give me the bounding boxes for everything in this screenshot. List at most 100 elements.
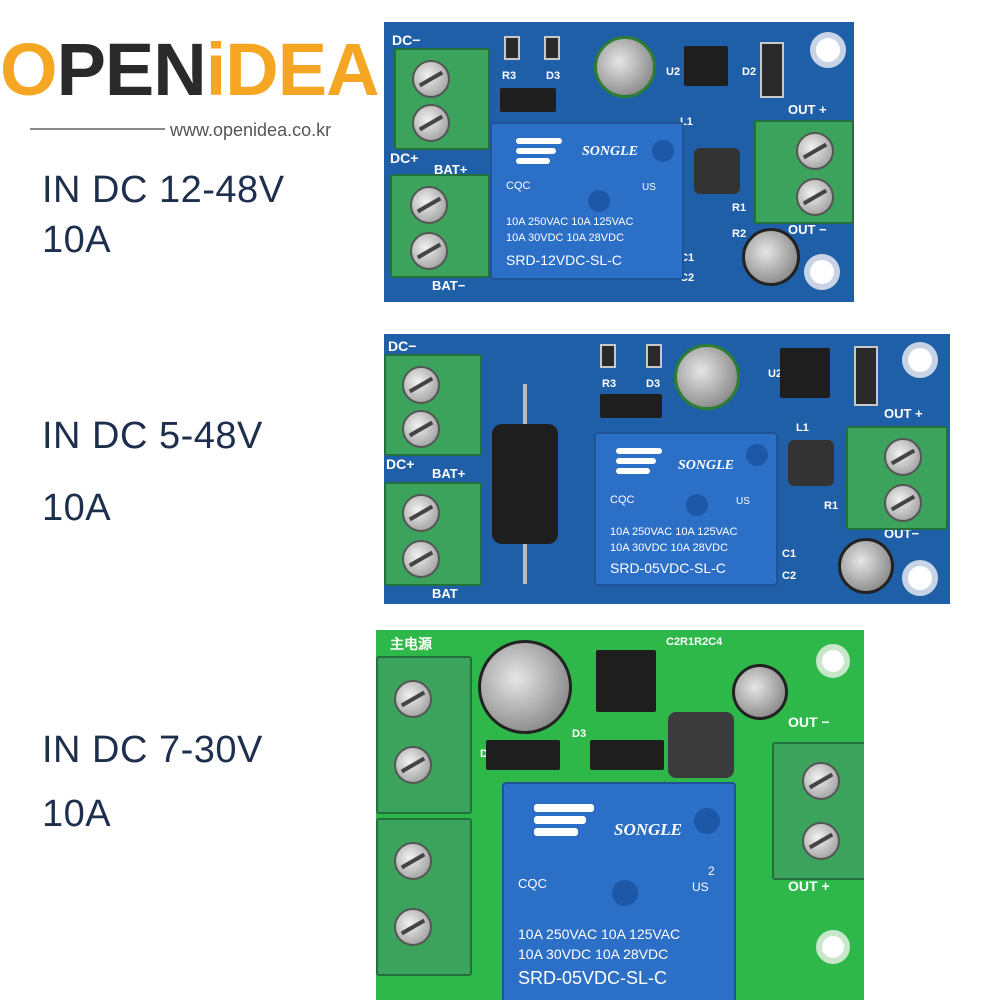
board-1-relay-cqc: CQC — [506, 180, 531, 192]
board-1-chip-u2 — [684, 46, 728, 86]
board-3-label-main-power: 主电源 — [390, 636, 432, 652]
board-1-label-d2: D2 — [742, 66, 757, 78]
board-1-relay-brand: SONGLE — [582, 144, 639, 159]
board-2-relay-dot-mid — [686, 494, 708, 516]
board-1-relay: SONGLE CQC US 10A 250VAC 10A 125VAC 10A … — [490, 122, 684, 280]
board-2-label-c2: C2 — [782, 570, 797, 582]
board-1-label-u2: U2 — [666, 66, 681, 78]
screw-icon — [394, 746, 432, 784]
board-1-chip-diode — [500, 88, 556, 112]
board-2-smd-r3 — [600, 344, 616, 368]
board-2-label-dc-minus: DC− — [388, 338, 417, 354]
screw-icon — [402, 410, 440, 448]
product-2-spec-line1: IN DC 5-48V — [42, 415, 263, 457]
logo-dea: DEA — [225, 28, 379, 111]
board-2-diode-lead-top — [523, 384, 527, 424]
board-3-relay-ul: US — [692, 880, 709, 894]
board-2-relay: SONGLE CQC US 10A 250VAC 10A 125VAC 10A … — [594, 432, 778, 586]
board-1-label-r2: R2 — [732, 228, 747, 240]
board-1-label-out-minus: OUT − — [788, 222, 827, 237]
board-3: 主电源 C2R1R2C4 OUT − OUT + D3 D1 SONGLE CQ… — [376, 630, 864, 1000]
board-2-label-r3: R3 — [602, 378, 617, 390]
songle-logo-icon — [516, 138, 562, 168]
board-2-smd-d3 — [646, 344, 662, 368]
board-1-label-dc-minus: DC− — [392, 32, 421, 48]
board-2-relay-rating2: 10A 30VDC 10A 28VDC — [610, 542, 729, 554]
board-2-label-l1: L1 — [796, 422, 809, 434]
board-3-relay-ul-sup: 2 — [708, 864, 715, 878]
board-2-terminal-bat — [384, 482, 482, 586]
board-3-relay-model: SRD-05VDC-SL-C — [518, 968, 668, 988]
board-1-smd-d2 — [760, 42, 784, 98]
board-3-relay-dot-top — [694, 808, 720, 834]
screw-icon — [410, 186, 448, 224]
board-2-inductor — [788, 440, 834, 486]
board-3-relay-brand: SONGLE — [614, 820, 683, 839]
screw-icon — [394, 842, 432, 880]
board-2-chip-u2 — [780, 348, 830, 398]
product-3-spec-line1: IN DC 7-30V — [42, 729, 263, 771]
logo-i: i — [205, 28, 227, 111]
board-3-chip-diode-left — [486, 740, 560, 770]
board-2-smd-d2 — [854, 346, 878, 406]
board-2-capacitor-top — [674, 344, 740, 410]
board-2-label-dc-plus: DC+ — [386, 456, 415, 472]
board-1-terminal-dc — [394, 48, 490, 150]
board-2-relay-rating1: 10A 250VAC 10A 125VAC — [610, 526, 738, 538]
product-2-spec-line2: 10A — [42, 487, 112, 529]
screw-icon — [802, 762, 840, 800]
screw-icon — [802, 822, 840, 860]
screw-icon — [796, 132, 834, 170]
board-3-relay-dot-mid — [612, 880, 638, 906]
board-2-label-u2: U2 — [768, 368, 783, 380]
board-2-label-bat-minus: BAT — [432, 586, 458, 601]
board-1-label-r1: R1 — [732, 202, 747, 214]
board-1-relay-rating1: 10A 250VAC 10A 125VAC — [506, 216, 634, 228]
screw-icon — [402, 540, 440, 578]
board-3-label-out-minus: OUT − — [788, 714, 830, 730]
board-2-label-d3: D3 — [646, 378, 661, 390]
board-2-mount-hole-top — [902, 342, 938, 378]
board-1: DC− DC+ BAT+ BAT− OUT + OUT − R3 D3 U2 D… — [384, 22, 854, 302]
board-2-label-out-plus: OUT + — [884, 406, 923, 421]
board-2-relay-cqc: CQC — [610, 494, 635, 506]
board-3-mount-hole-top — [816, 644, 850, 678]
screw-icon — [884, 484, 922, 522]
board-1-relay-model: SRD-12VDC-SL-C — [506, 252, 622, 268]
board-3-terminal-out — [772, 742, 864, 880]
board-1-mount-hole-top — [810, 32, 846, 68]
openidea-logo: OPENiDEA — [0, 28, 380, 111]
screw-icon — [410, 232, 448, 270]
logo-o: O — [0, 28, 58, 111]
screw-icon — [796, 178, 834, 216]
logo-underline — [30, 128, 165, 130]
board-3-label-d3: D3 — [572, 728, 587, 740]
board-1-relay-rating2: 10A 30VDC 10A 28VDC — [506, 232, 625, 244]
board-2: DC− DC+ BAT+ BAT OUT + OUT− R3 D3 U2 L1 … — [384, 334, 950, 604]
screw-icon — [402, 494, 440, 532]
board-2-terminal-dc — [384, 354, 482, 456]
board-3-relay-cqc: CQC — [518, 876, 547, 891]
board-3-mount-hole-bottom — [816, 930, 850, 964]
board-1-terminal-bat — [390, 174, 490, 278]
board-3-terminal-battery — [376, 818, 472, 976]
board-2-chip-diode — [600, 394, 662, 418]
product-1-spec-line1: IN DC 12-48V — [42, 169, 285, 211]
board-1-inductor — [694, 148, 740, 194]
board-1-smd-d3 — [544, 36, 560, 60]
board-3-label-c2r1r2c4: C2R1R2C4 — [666, 636, 723, 648]
board-1-label-bat-minus: BAT− — [432, 278, 466, 293]
board-3-relay-rating2: 10A 30VDC 10A 28VDC — [518, 946, 669, 962]
board-1-relay-dot-top — [652, 140, 674, 162]
screw-icon — [394, 680, 432, 718]
screw-icon — [402, 366, 440, 404]
board-2-capacitor-bottom — [838, 538, 894, 594]
board-1-label-dc-plus: DC+ — [390, 150, 419, 166]
screw-icon — [412, 60, 450, 98]
board-1-label-out-plus: OUT + — [788, 102, 827, 117]
board-1-relay-ul: US — [642, 182, 656, 193]
board-3-capacitor-large — [478, 640, 572, 734]
board-3-terminal-main-power — [376, 656, 472, 814]
logo-url: www.openidea.co.kr — [170, 120, 332, 140]
board-2-relay-brand: SONGLE — [678, 458, 735, 473]
